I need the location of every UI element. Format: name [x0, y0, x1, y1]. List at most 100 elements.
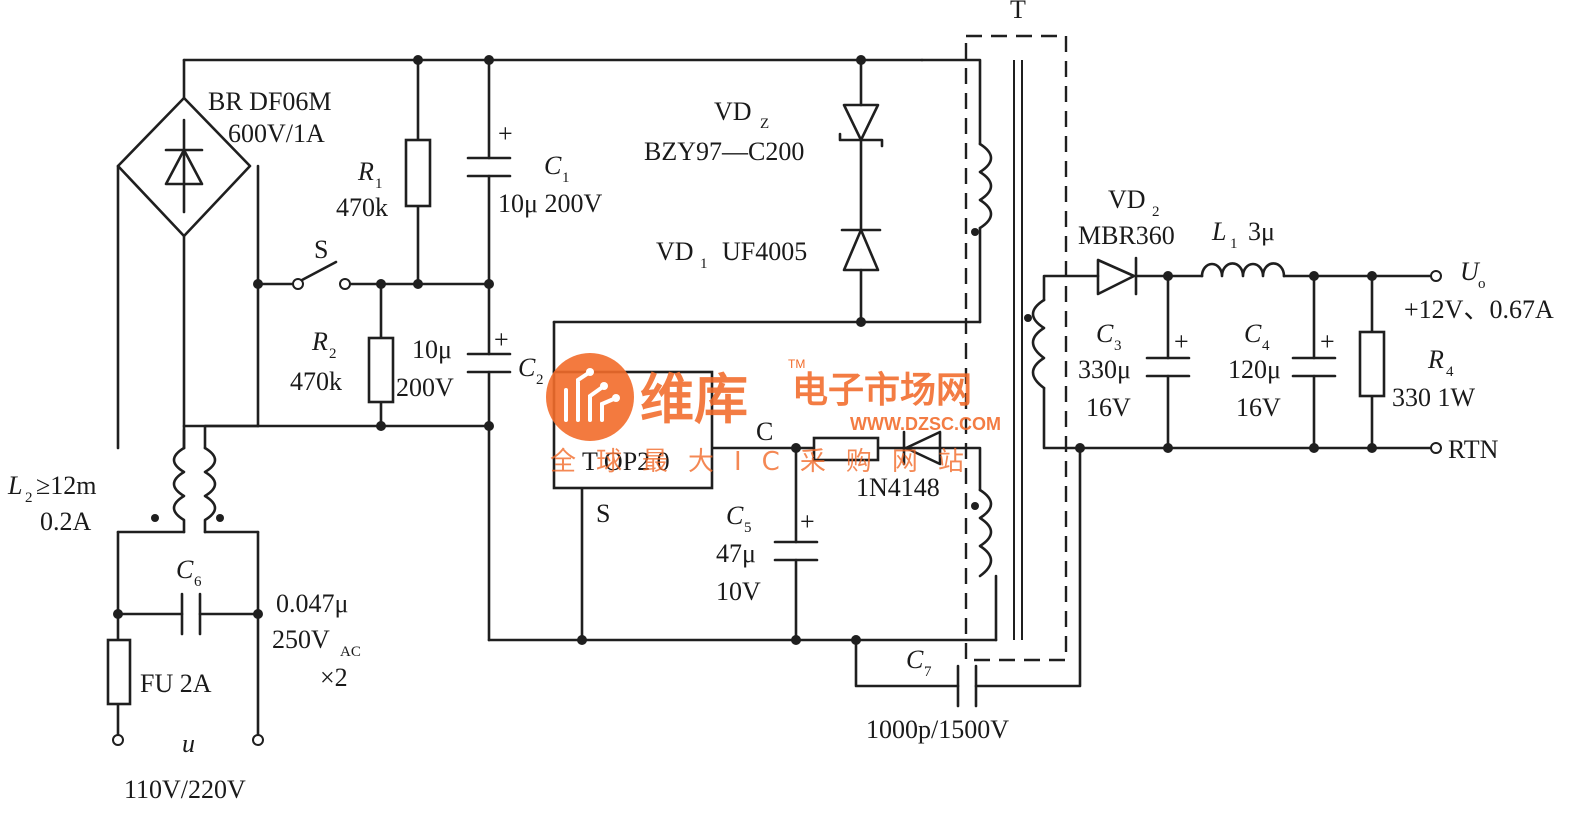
- c7-value: 1000p/1500V: [866, 715, 1009, 744]
- vdz-part: BZY97—C200: [644, 137, 804, 166]
- capacitor-c4: [1291, 356, 1337, 378]
- l1-label: L: [1211, 217, 1226, 246]
- br-rating-label: 600V/1A: [228, 119, 325, 148]
- vd1-label: VD: [656, 237, 694, 266]
- l2-sub: 2: [25, 490, 33, 506]
- c4-label: C: [1244, 319, 1262, 348]
- c5-value-1: 47μ: [716, 539, 756, 568]
- wires: [116, 58, 1434, 738]
- capacitor-c1: [466, 156, 512, 178]
- resistor-r1: [404, 138, 432, 208]
- r1-value: 470k: [336, 193, 388, 222]
- watermark-url: WWW.DZSC.COM: [850, 414, 1001, 434]
- rtn-label: RTN: [1448, 435, 1499, 464]
- c5-sub: 5: [744, 520, 752, 536]
- junction-dots: [113, 55, 1377, 645]
- watermark-tm: TM: [788, 357, 805, 371]
- c3-value-1: 330μ: [1078, 355, 1131, 384]
- terminals: [112, 270, 1442, 746]
- common-mode-choke-l2: [151, 424, 260, 534]
- switch-s: [292, 260, 351, 290]
- ic-name: T OP2 0: [582, 447, 670, 476]
- r4-value: 330 1W: [1392, 383, 1476, 412]
- output-voltage-value: +12V、0.67A: [1404, 295, 1554, 324]
- c3-label: C: [1096, 319, 1114, 348]
- vd1-sub: 1: [700, 256, 708, 272]
- c4-value-1: 120μ: [1228, 355, 1281, 384]
- input-label: u: [182, 729, 195, 758]
- bridge-rectifier-symbol: [116, 96, 252, 238]
- c1-plus: +: [498, 119, 513, 148]
- inductor-l1: [1200, 262, 1286, 278]
- c6-value-1: 0.047μ: [276, 589, 348, 618]
- fuse-label: FU 2A: [140, 669, 212, 698]
- l2-label: L: [7, 471, 22, 500]
- resistor-r3: [812, 436, 880, 462]
- diode-1n4148: [902, 430, 942, 466]
- l1-value: 3μ: [1248, 217, 1275, 246]
- l2-value-2: 0.2A: [40, 507, 92, 536]
- capacitor-c6: [180, 592, 202, 636]
- r4-label: R: [1427, 345, 1444, 374]
- zener-diode-vdz: [838, 103, 884, 148]
- fuse-fu: [106, 638, 132, 706]
- c1-value: 10μ 200V: [498, 189, 602, 218]
- c2-value-1: 10μ: [412, 335, 452, 364]
- c7-label: C: [906, 645, 924, 674]
- c3-value-2: 16V: [1086, 393, 1131, 422]
- c4-value-2: 16V: [1236, 393, 1281, 422]
- l2-value-1: ≥12m: [36, 471, 97, 500]
- c6-value-3: ×2: [320, 663, 348, 692]
- input-value: 110V/220V: [124, 775, 246, 804]
- diode-vd2: [1096, 256, 1138, 296]
- br-label: BR DF06M: [208, 87, 332, 116]
- c1-label: C: [544, 151, 562, 180]
- capacitor-c5: [773, 540, 819, 562]
- c2-label: C: [518, 353, 536, 382]
- output-voltage-sub: o: [1478, 276, 1486, 292]
- l1-sub: 1: [1230, 236, 1238, 252]
- r4-sub: 4: [1446, 364, 1454, 380]
- c2-value-2: 200V: [396, 373, 454, 402]
- r2-value: 470k: [290, 367, 342, 396]
- vdz-label: VD: [714, 97, 752, 126]
- vd2-sub: 2: [1152, 204, 1160, 220]
- watermark-brand: 维库: [640, 368, 748, 431]
- r2-label: R: [311, 327, 328, 356]
- c6-value-2-sub: AC: [340, 644, 361, 660]
- capacitor-c3: [1145, 356, 1191, 378]
- vd1-part: UF4005: [722, 237, 807, 266]
- watermark-logo-icon: [546, 353, 634, 441]
- c7-sub: 7: [924, 664, 932, 680]
- ic-control-label: C: [756, 417, 773, 446]
- diode-vd1: [840, 228, 882, 272]
- c2-sub: 2: [536, 372, 544, 388]
- c3-sub: 3: [1114, 338, 1122, 354]
- resistor-r4: [1358, 330, 1386, 398]
- vd2-part: MBR360: [1078, 221, 1175, 250]
- c6-value-2: 250V: [272, 625, 330, 654]
- diode-1n4148-label: 1N4148: [856, 473, 940, 502]
- transformer-t: [964, 34, 1068, 662]
- c5-plus: +: [800, 507, 815, 536]
- c4-sub: 4: [1262, 338, 1270, 354]
- watermark: 维库 TM 电子市场网 WWW.DZSC.COM 全球最大IC采购网站: [546, 353, 1001, 477]
- watermark-brand-2: 电子市场网: [792, 370, 972, 411]
- resistor-r2: [367, 336, 395, 404]
- capacitor-c2: [466, 352, 512, 374]
- watermark-slogan: 全球最大IC采购网站: [550, 447, 984, 477]
- c3-plus: +: [1174, 327, 1189, 356]
- c6-sub: 6: [194, 574, 202, 590]
- switch-label: S: [314, 235, 328, 264]
- r2-sub: 2: [329, 346, 337, 362]
- transformer-label: T: [1010, 0, 1026, 24]
- vdz-sub: Z: [760, 116, 769, 132]
- c4-plus: +: [1320, 327, 1335, 356]
- c6-label: C: [176, 555, 194, 584]
- c5-value-2: 10V: [716, 577, 761, 606]
- c5-label: C: [726, 501, 744, 530]
- output-voltage-label: U: [1460, 257, 1481, 286]
- c2-plus: +: [494, 325, 509, 354]
- vd2-label: VD: [1108, 185, 1146, 214]
